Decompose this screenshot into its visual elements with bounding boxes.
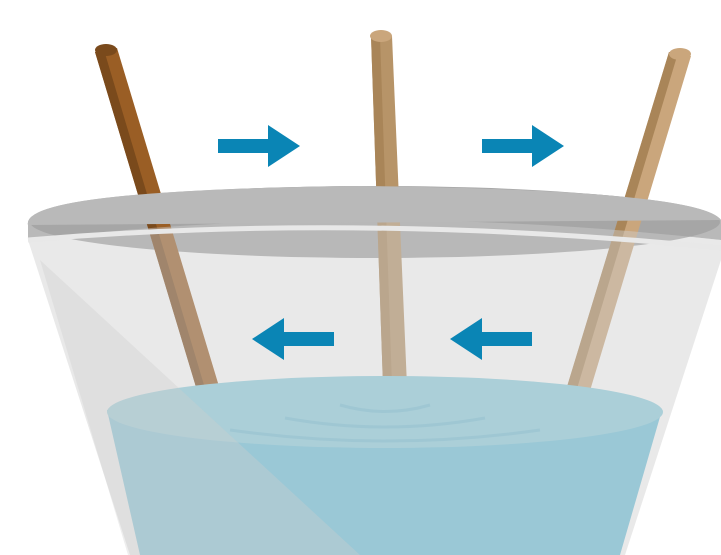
arrow-right-top-right-icon [482,125,564,167]
arrow-right-top-left-icon [218,125,300,167]
bowl-outer-edge [28,186,721,225]
